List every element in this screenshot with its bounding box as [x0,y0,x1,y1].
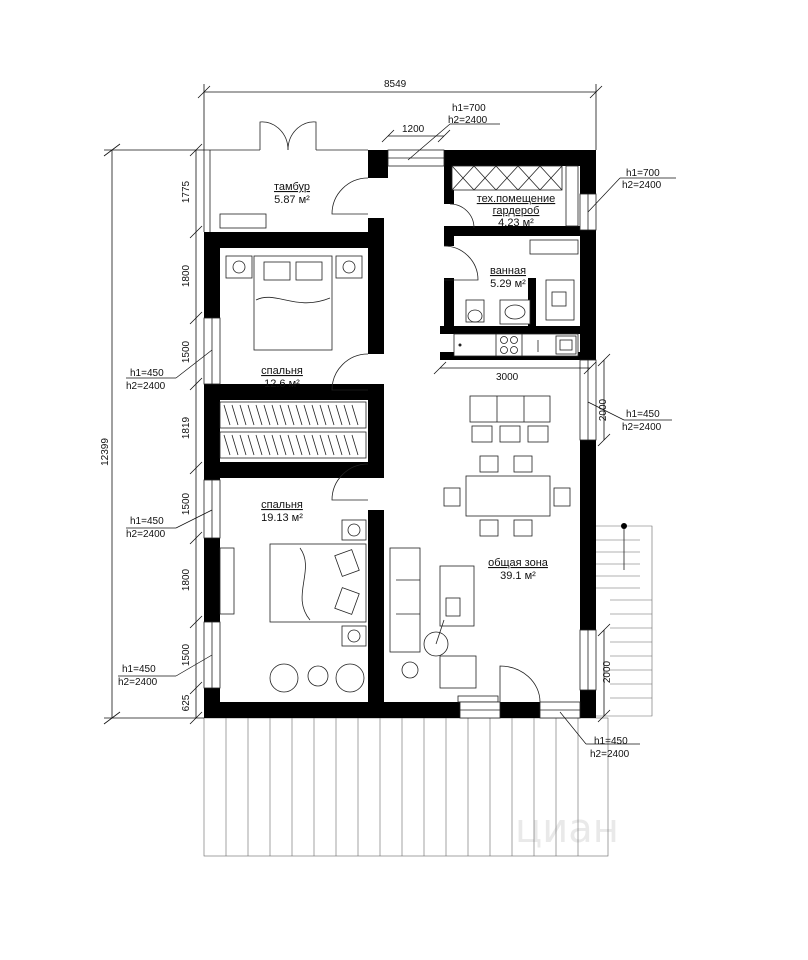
note-left-3-h2: h2=2400 [118,677,158,688]
note-top-h2: h2=2400 [448,115,488,126]
left-dim-8: 625 [181,694,192,711]
note-leaders [118,123,676,745]
room-bedroom1-area: 12.6 м² [264,378,300,390]
left-dim-6: 1800 [181,568,192,591]
right-window-dim-1: 2000 [598,398,609,421]
room-bathroom-name: ванная [490,265,526,277]
room-vestibule-name: тамбур [274,181,310,193]
bathroom-fixtures [465,239,579,325]
note-top-h1: h1=700 [452,103,486,114]
watermark: циан [515,806,619,852]
left-dim-3: 1500 [181,340,192,363]
room-living-name: общая зона [488,557,549,569]
note-right-top-h1: h1=700 [626,168,660,179]
bedroom2-furniture [219,519,367,693]
bedroom2-door[interactable] [331,463,369,501]
note-left-1-h1: h1=450 [130,368,164,379]
top-window [387,149,445,167]
left-dim-5: 1500 [181,492,192,515]
vestibule-outline [203,149,368,232]
terrace-door[interactable] [499,665,541,703]
windows [203,193,597,719]
bedroom1-wardrobe [219,401,367,459]
door-width-dim: 1200 [402,124,425,135]
room-bedroom1-name: спальня [261,365,303,377]
note-bottom-h2: h2=2400 [590,749,630,760]
overall-width-dim: 8549 [384,79,407,90]
room-bathroom-area: 5.29 м² [490,278,526,290]
right-window-dim-2: 2000 [602,660,613,683]
note-left-2-h2: h2=2400 [126,529,166,540]
note-left-1-h2: h2=2400 [126,381,166,392]
note-left-2-h1: h1=450 [130,516,164,527]
left-dim-1: 1775 [181,180,192,203]
room-wardrobe-name: гардероб [493,205,540,217]
wardrobe-rack [451,165,579,227]
walls [204,150,596,718]
entry-double-door[interactable] [259,121,317,151]
room-bedroom2-area: 19.13 м² [261,512,303,524]
left-dim-4: 1819 [181,416,192,439]
note-right-mid-h1: h1=450 [626,409,660,420]
room-living-area: 39.1 м² [500,570,536,582]
wardrobe-door[interactable] [449,203,475,229]
bathroom-door[interactable] [443,245,479,281]
left-dim-7: 1500 [181,643,192,666]
exterior-stairs [596,523,653,717]
note-left-3-h1: h1=450 [122,664,156,675]
bedroom1-door[interactable] [331,353,369,391]
kitchen-width-dim: 3000 [496,372,519,383]
room-vestibule-area: 5.87 м² [274,194,310,206]
room-wardrobe-area: 4.23 м² [498,217,534,229]
room-bedroom2-name: спальня [261,499,303,511]
bedroom1-furniture [225,255,363,351]
overall-height-dim: 12399 [100,438,111,466]
vestibule-door[interactable] [331,177,369,215]
left-dim-2: 1800 [181,264,192,287]
kitchen-counter [453,333,579,357]
terrace-deck [203,717,609,857]
note-bottom-h1: h1=450 [594,736,628,747]
living-furniture [389,395,571,703]
note-right-mid-h2: h2=2400 [622,422,662,433]
note-right-top-h2: h2=2400 [622,180,662,191]
room-tech-name: тех.помещение [477,193,555,205]
dimension-lines [103,84,611,725]
